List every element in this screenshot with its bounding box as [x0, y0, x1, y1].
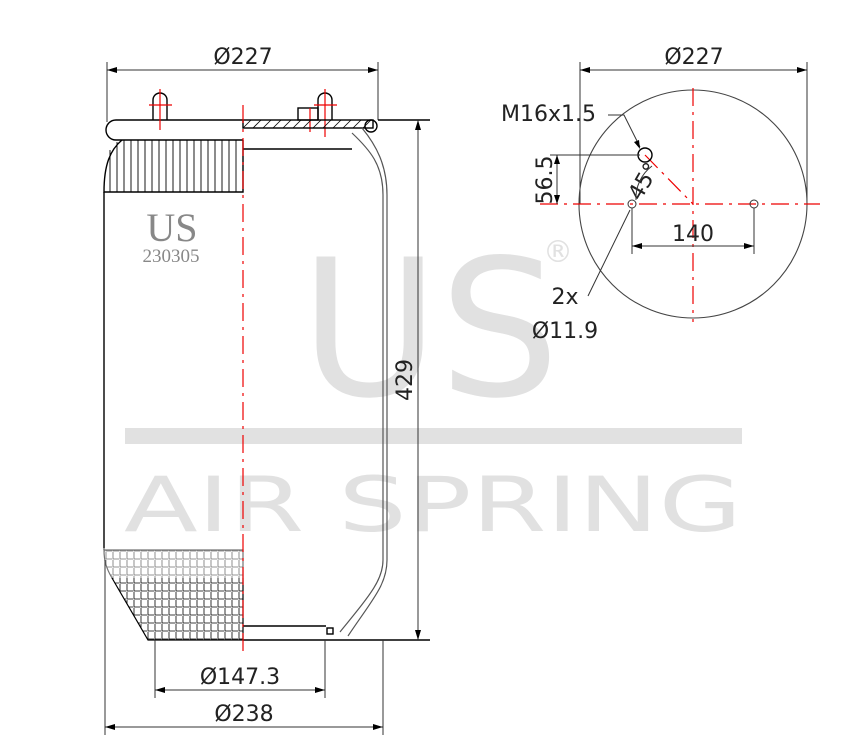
top-diameter-label: Ø227: [213, 45, 272, 70]
angle-label: 45°: [624, 159, 665, 205]
bolt-spacing-label: 140: [672, 222, 714, 247]
hole-count-label: 2x: [551, 285, 578, 310]
max-diameter-label: Ø238: [214, 702, 273, 727]
watermark-tagline: AIR SPRING: [124, 460, 742, 549]
side-view: Ø227: [100, 45, 430, 735]
watermark-registered: ®: [543, 235, 573, 270]
offset-label: 56.5: [533, 156, 558, 205]
piston-diameter-label: Ø147.3: [200, 665, 280, 690]
side-logo: US: [146, 205, 197, 250]
height-label: 429: [393, 359, 418, 401]
hole-diameter-label: Ø11.9: [532, 319, 598, 344]
plate-diameter-label: Ø227: [664, 45, 723, 70]
watermark-bar: [125, 428, 742, 444]
watermark-brand: US: [300, 219, 560, 440]
watermark: US ® AIR SPRING: [124, 219, 742, 549]
thread-label: M16x1.5: [501, 102, 596, 127]
part-number: 230305: [143, 246, 200, 267]
